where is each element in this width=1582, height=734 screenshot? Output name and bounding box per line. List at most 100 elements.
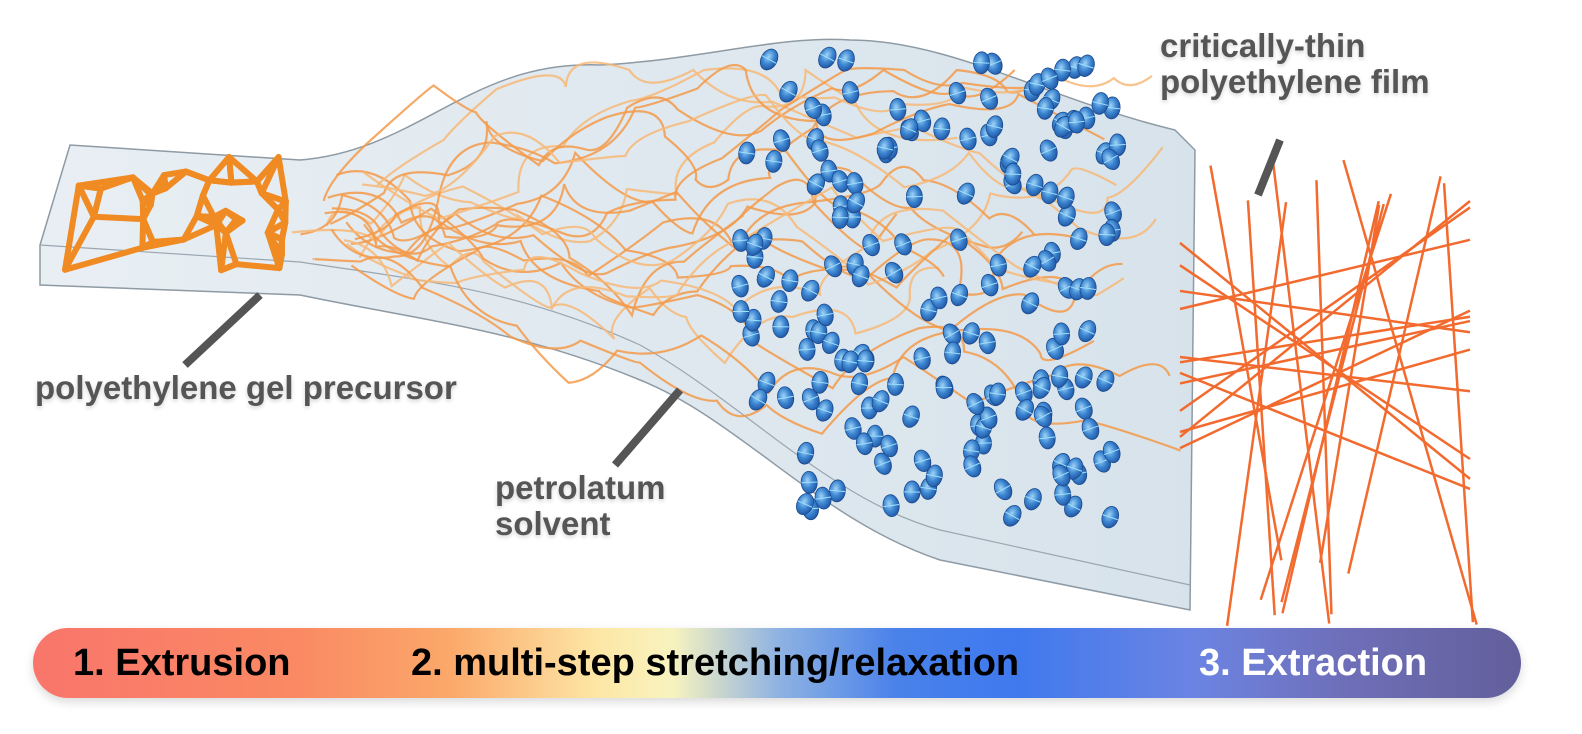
solvent-label-line1: petrolatum: [495, 469, 666, 506]
lamella-stripe: [1035, 412, 1051, 421]
lamella-stripe: [1039, 256, 1055, 266]
crystal-lamella: [1021, 292, 1040, 315]
crystal-lamella: [765, 150, 783, 173]
lamella-stripe: [914, 457, 931, 464]
crystal-lamella: [1081, 417, 1100, 440]
lamella-stripe: [746, 256, 763, 259]
crystal-lamella: [777, 386, 795, 410]
lamella-stripe: [746, 241, 763, 249]
crystal-lamella: [772, 315, 790, 339]
lamella-stripe: [1051, 374, 1068, 379]
gel-strand: [162, 168, 189, 192]
lamella-stripe: [817, 312, 834, 317]
gel-strand: [75, 174, 136, 189]
crystal-lamella: [1032, 377, 1051, 399]
lamella-stripe: [1098, 233, 1115, 236]
step-extrusion: 1. Extrusion: [73, 642, 291, 684]
lamella-stripe: [1041, 146, 1057, 155]
lamella-stripe: [803, 395, 819, 403]
lamella-stripe: [1105, 209, 1121, 216]
crystal-lamella: [966, 393, 985, 415]
crystal-lamella: [798, 338, 816, 361]
crystal-lamella: [811, 139, 829, 162]
lamella-stripe: [1041, 190, 1058, 196]
lamella-stripe: [1053, 460, 1069, 468]
film-fiber: [1209, 165, 1283, 561]
crystal-lamella: [810, 321, 828, 344]
crystal-lamella: [950, 283, 969, 307]
crystal-lamella: [989, 253, 1007, 277]
crystal-lamella: [950, 228, 968, 251]
crystal-lamella: [844, 417, 862, 440]
lamella-stripe: [944, 329, 960, 339]
film-fiber: [1179, 238, 1471, 311]
film-fiber: [1179, 315, 1471, 364]
solvent-label: petrolatum solvent: [495, 470, 666, 542]
lamella-stripe: [758, 272, 774, 281]
lamella-stripe: [995, 485, 1011, 494]
crystal-lamella: [779, 80, 798, 103]
crystal-lamella: [882, 494, 900, 517]
lamella-stripe: [771, 299, 788, 304]
crystal-lamella: [822, 331, 840, 354]
lamella-stripe: [990, 263, 1007, 268]
polymer-chain: [330, 64, 1105, 259]
crystal-lamella: [933, 117, 951, 141]
lamella-stripe: [808, 180, 824, 189]
crystal-lamella: [855, 432, 873, 456]
polymer-chain: [300, 166, 1024, 276]
lamella-stripe: [750, 395, 766, 405]
lamella-stripe: [1057, 386, 1074, 392]
crystal-lamella: [841, 350, 859, 374]
crystal-lamella: [980, 87, 999, 110]
lamella-stripe: [963, 449, 980, 453]
process-steps-bar: 1. Extrusion 2. multi-step stretching/re…: [33, 628, 1521, 698]
polymer-chain: [322, 68, 1016, 202]
lamella-stripe: [1016, 389, 1032, 396]
lamella-stripe: [933, 127, 950, 131]
gel-strand: [139, 190, 156, 204]
crystal-lamella: [913, 347, 931, 370]
crystal-lamella: [850, 372, 869, 396]
lamella-stripe: [838, 57, 854, 64]
step-stretching: 2. multi-step stretching/relaxation: [411, 642, 1020, 684]
crystal-lamella: [1024, 488, 1042, 511]
lamella-stripe: [1102, 514, 1118, 521]
crystal-lamella: [1040, 67, 1059, 90]
lamella-stripe: [801, 481, 818, 484]
lamella-stripe: [745, 318, 762, 322]
film-fiber: [1179, 241, 1471, 480]
lamella-stripe: [848, 198, 864, 207]
crystal-lamella: [781, 269, 799, 292]
crystal-lamella: [1054, 482, 1072, 506]
lamella-stripe: [920, 307, 937, 313]
film-fiber: [1179, 309, 1471, 450]
crystal-lamella: [1015, 399, 1034, 421]
gel-strand: [180, 222, 220, 243]
polymer-chain: [336, 170, 1123, 332]
lamella-stripe: [781, 278, 798, 283]
crystal-lamella: [1104, 201, 1122, 224]
lamella-stripe: [805, 104, 821, 112]
lamella-stripe: [889, 108, 906, 111]
crystal-lamella: [944, 341, 962, 365]
step-extraction: 3. Extraction: [1199, 642, 1428, 684]
lamella-stripe: [852, 272, 869, 280]
crystal-lamella: [894, 233, 912, 256]
gel-network: [62, 154, 289, 274]
lamella-stripe: [903, 413, 919, 420]
lamella-stripe: [1078, 62, 1094, 69]
crystal-lamella: [1036, 97, 1054, 120]
lamella-stripe: [765, 159, 782, 163]
lamella-stripe: [820, 53, 835, 62]
film-fiber: [1179, 355, 1471, 393]
lamella-stripe: [1103, 154, 1118, 164]
gel-strand: [228, 178, 260, 186]
crystal-lamella: [1054, 58, 1071, 82]
lamella-stripe: [1037, 106, 1054, 111]
crystal-lamella: [1101, 148, 1120, 170]
crystal-lamella: [828, 479, 846, 503]
crystal-lamella: [757, 371, 776, 394]
lamella-stripe: [802, 286, 818, 295]
crystal-lamella: [1023, 255, 1042, 278]
